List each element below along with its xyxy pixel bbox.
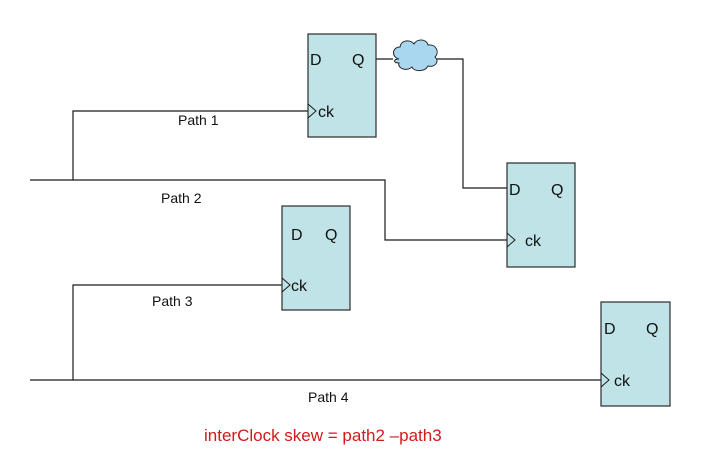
ff4-clk-label: ck <box>614 373 631 390</box>
ff4-q-label: Q <box>646 321 658 338</box>
ff1-q-label: Q <box>352 52 364 69</box>
clock-triangle-icon <box>307 103 317 119</box>
cloud-icon <box>393 39 438 72</box>
ff3-clk-label: ck <box>291 278 308 295</box>
data-wire-cloud-to-d <box>437 58 507 189</box>
ff2-clk-label: ck <box>525 233 542 250</box>
path2-wire <box>30 179 507 241</box>
ff3-q-label: Q <box>325 227 337 244</box>
flip-flop-2: D Q ck <box>506 162 576 268</box>
path1-label: Path 1 <box>178 112 219 128</box>
flip-flop-3: D Q ck <box>281 205 351 311</box>
ff2-d-label: D <box>509 182 521 199</box>
ff4-d-label: D <box>604 321 616 338</box>
path2-label: Path 2 <box>161 190 202 206</box>
ff2-q-label: Q <box>551 182 563 199</box>
skew-formula: interClock skew = path2 –path3 <box>204 426 442 445</box>
clock-triangle-icon <box>506 232 516 248</box>
clock-triangle-icon <box>281 277 291 293</box>
ff3-d-label: D <box>291 227 303 244</box>
path1-wire <box>72 110 308 180</box>
clock-triangle-icon <box>600 372 610 388</box>
path3-wire <box>72 284 282 380</box>
ff1-d-label: D <box>310 52 322 69</box>
path4-label: Path 4 <box>308 389 349 405</box>
ff1-clk-label: ck <box>318 104 335 121</box>
path3-label: Path 3 <box>152 293 193 309</box>
flip-flop-4: D Q ck <box>600 301 671 407</box>
flip-flop-1: D Q ck <box>307 33 377 138</box>
